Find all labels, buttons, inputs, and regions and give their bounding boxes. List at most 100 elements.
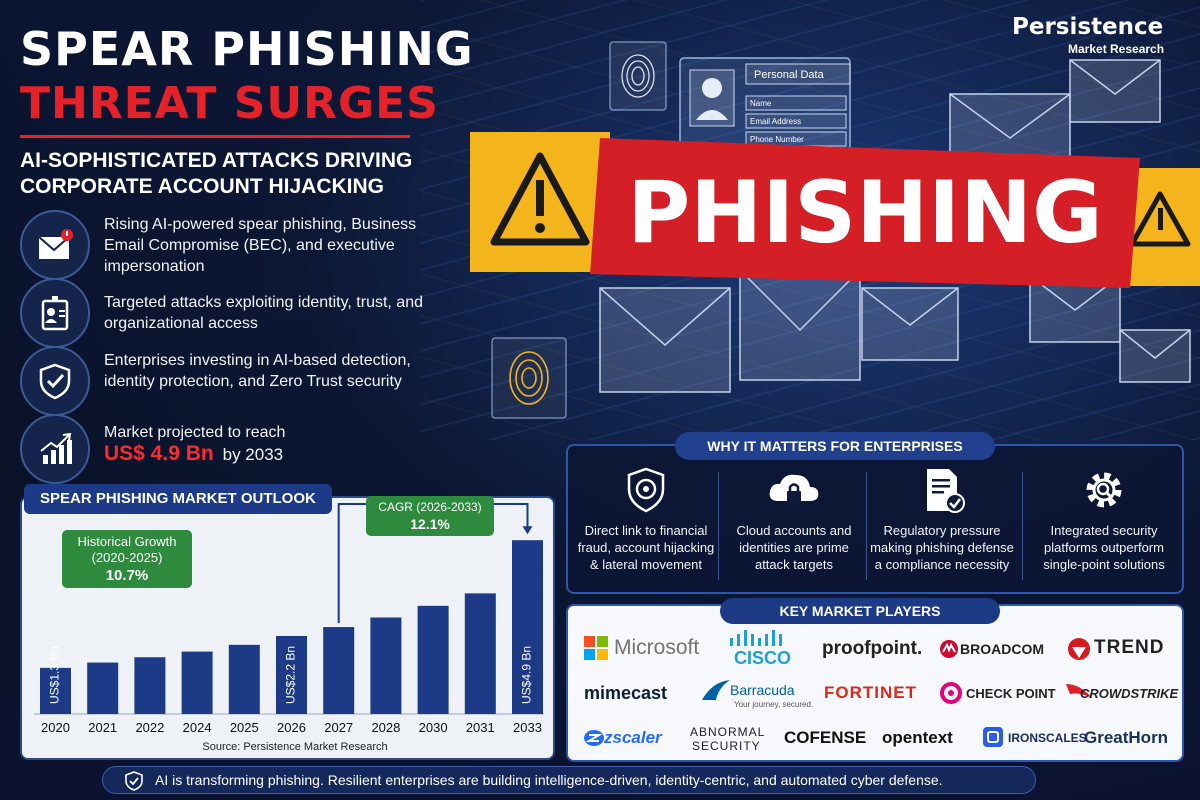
historical-growth-value: 10.7% [106, 567, 149, 584]
chart-title: SPEAR PHISHING MARKET OUTLOOK [24, 484, 332, 514]
why-item: Cloud accounts and identities are prime … [720, 462, 868, 590]
chart-bar [370, 617, 402, 714]
avatar-head-icon [702, 78, 722, 98]
why-text: Cloud accounts and identities are prime … [736, 523, 852, 572]
ironscales-logo-icon [983, 727, 1003, 747]
card-field-label: Email Address [750, 117, 801, 126]
cagr-arrow [522, 526, 533, 535]
chart-bar [276, 635, 307, 714]
why-text: Direct link to financial fraud, account … [577, 523, 715, 572]
bullet-icon-wrap [20, 278, 90, 348]
bullet-icon-wrap [20, 210, 90, 280]
bullet-icon-wrap [20, 346, 90, 416]
chart-tick-label: 2024 [183, 720, 212, 735]
logo-crowdstrike: CROWDSTRIKE [1080, 686, 1179, 701]
historical-growth-period: (2020-2025) [92, 550, 163, 565]
chart-source: Source: Persistence Market Research [202, 741, 387, 753]
logo-zscaler: zscaler [604, 728, 662, 747]
warning-triangle-icon [490, 152, 590, 246]
chart-tick-label: 2022 [135, 720, 164, 735]
bullet-text: Enterprises investing in AI-based detect… [104, 352, 411, 390]
fingerprint-gold-icon [509, 351, 549, 405]
title-divider [20, 135, 410, 138]
fingerprint-box-bottom [491, 337, 567, 419]
historical-growth-box [62, 530, 192, 588]
subtitle: AI-SOPHISTICATED ATTACKS DRIVING CORPORA… [20, 149, 413, 198]
chart-bar [417, 605, 449, 714]
logo-opentext: opentext [882, 728, 953, 747]
logo-barracuda-tagline: Your journey, secured. [734, 700, 814, 709]
logo-abnormal-security: SECURITY [692, 739, 761, 753]
logo-proofpoint: proofpoint. [822, 638, 923, 659]
cisco-bars-icon [730, 630, 782, 646]
market-value: US$ 4.9 Bn [104, 442, 214, 465]
logo-microsoft: Microsoft [614, 636, 700, 659]
logo-abnormal: ABNORMAL [690, 725, 766, 739]
chart-bar [181, 651, 213, 714]
logo-greathorn: GreatHorn [1084, 728, 1169, 747]
chart-tick-label: 2021 [88, 720, 117, 735]
logo-check-point: CHECK POINT [966, 686, 1056, 701]
bullet-text: Market projected to reach US$ 4.9 Bn by … [104, 422, 444, 466]
card-title: Personal Data [754, 69, 825, 81]
chart-tick-label: 2020 [41, 720, 70, 735]
logo-trend: TREND [1094, 637, 1165, 658]
envelope-icons [599, 59, 1191, 393]
logo-fortinet: FORTINET [824, 683, 917, 702]
chart-data-label: US$2.2 Bn [284, 646, 298, 704]
chart-bar [512, 540, 543, 714]
chart-data-label: US$1.3 Bn [48, 646, 62, 704]
players-panel [566, 604, 1184, 762]
bullet-text: Rising AI-powered spear phishing, Busine… [104, 216, 417, 275]
footer-text: AI is transforming phishing. Resilient e… [155, 772, 943, 788]
bullet-icon-wrap [20, 414, 90, 484]
brand-name: Persistence [1012, 14, 1164, 40]
logo-mimecast: mimecast [584, 683, 668, 703]
email-alert-icon [38, 229, 73, 259]
chart-bar [228, 644, 260, 714]
microsoft-logo-icon [584, 636, 608, 660]
title-line-1: SPEAR PHISHING [20, 22, 474, 76]
shield-check-icon [39, 363, 71, 400]
bullet-item: Rising AI-powered spear phishing, Busine… [20, 210, 440, 280]
chart-bar [40, 667, 71, 714]
why-item: Direct link to financial fraud, account … [572, 462, 720, 590]
footer-shield-icon [125, 771, 143, 791]
avatar-body-icon [696, 110, 728, 120]
bullet-text: Targeted attacks exploiting identity, tr… [104, 294, 423, 332]
title-line-2: THREAT SURGES [20, 78, 439, 129]
id-badge-icon [41, 296, 69, 331]
market-year: by 2033 [222, 445, 284, 464]
card-field-label: Name [750, 99, 772, 108]
logo-cofense: COFENSE [784, 728, 867, 747]
chart-bar [323, 627, 355, 714]
growth-chart-icon [40, 432, 72, 464]
check-point-logo-icon [940, 682, 962, 704]
bullet-item: Market projected to reach US$ 4.9 Bn by … [20, 414, 440, 484]
crowdstrike-logo-icon [1066, 684, 1092, 698]
card-field-label: Phone Number [750, 135, 804, 144]
chart-tick-label: 2025 [230, 720, 259, 735]
cagr-label: CAGR (2026-2033) [378, 500, 481, 514]
warning-triangle-small-icon [1129, 191, 1191, 247]
document-check-icon [927, 469, 965, 513]
logo-ironscales: IRONSCALES [1008, 731, 1087, 745]
market-outlook-chart: 2020 US$1.3 Bn 2021 2022 2024 2025 2026 US$2.2 … [34, 496, 544, 753]
why-item: Regulatory pressure making phishing defe… [868, 462, 1016, 590]
why-text: Regulatory pressure making phishing defe… [870, 523, 1014, 572]
logo-cisco: CISCO [734, 648, 792, 668]
fingerprint-box-top [609, 41, 667, 111]
chart-tick-label: 2033 [513, 720, 542, 735]
chart-tick-label: 2027 [324, 720, 353, 735]
card-field-box [745, 95, 847, 111]
why-text: Integrated security platforms outperform… [1043, 523, 1165, 572]
brand-sub: Market Research [1068, 42, 1165, 56]
bullet-text-lead: Market projected to reach [104, 424, 286, 441]
bullet-item: Enterprises investing in AI-based detect… [20, 346, 440, 416]
chart-tick-label: 2026 [277, 720, 306, 735]
cloud-lock-icon [769, 474, 819, 503]
logo-barracuda: Barracuda [730, 682, 795, 698]
trend-micro-logo-icon [1068, 638, 1090, 660]
footer-banner: AI is transforming phishing. Resilient e… [102, 766, 1036, 794]
chart-tick-label: 2030 [419, 720, 448, 735]
